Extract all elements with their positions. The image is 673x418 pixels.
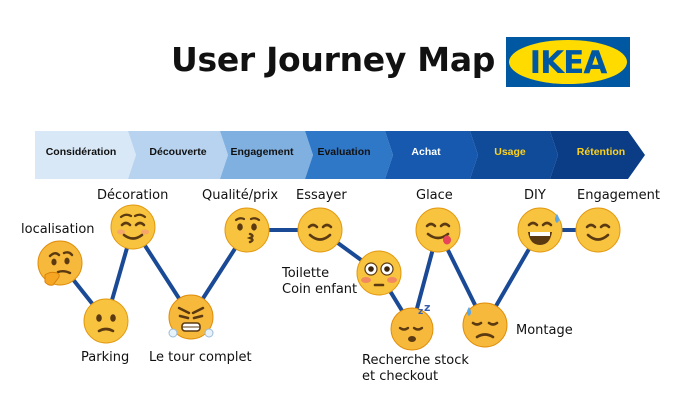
- phase-label-usage: Usage: [494, 146, 526, 158]
- touchpoint-label-essayer: Essayer: [296, 188, 347, 203]
- touchpoint-label-recherche-stock: Recherche stock et checkout: [362, 353, 469, 384]
- phase-segment-retention: [550, 131, 645, 179]
- phase-segment-engagement: [220, 131, 313, 179]
- touchpoint-label-localisation: localisation: [21, 222, 95, 237]
- phase-segment-usage: [470, 131, 558, 179]
- phase-segment-decouverte: [128, 131, 228, 179]
- phase-label-evaluation: Evaluation: [317, 146, 371, 158]
- emoji-grinning-sweat-face: [516, 206, 564, 254]
- phase-bar: [35, 131, 645, 179]
- phase-label-consideration: Considération: [45, 146, 117, 158]
- touchpoint-label-tour-complet: Le tour complet: [149, 350, 252, 365]
- phase-label-engagement: Engagement: [230, 146, 294, 158]
- page-title: User Journey Map: [171, 40, 496, 79]
- touchpoint-label-parking: Parking: [81, 350, 130, 365]
- logo-text: IKEA: [530, 45, 608, 81]
- emoji-smiling-face: [109, 203, 157, 251]
- emoji-smiling-face-engagement: [574, 206, 622, 254]
- touchpoint-label-qualite-prix: Qualité/prix: [202, 188, 279, 203]
- touchpoint-label-decoration: Décoration: [97, 188, 169, 203]
- phase-label-achat: Achat: [411, 146, 441, 158]
- phase-segment-achat: [385, 131, 478, 179]
- ikea-logo: IKEA: [506, 37, 630, 87]
- svg-text:z: z: [424, 303, 430, 314]
- touchpoint-label-engagement: Engagement: [577, 188, 660, 203]
- touchpoint-label-glace: Glace: [416, 188, 453, 203]
- emoji-tired-face: [167, 293, 215, 341]
- phase-label-decouverte: Découverte: [149, 146, 207, 158]
- touchpoint-label-toilette: Toilette Coin enfant: [282, 266, 358, 297]
- emoji-confused-face: [82, 297, 130, 345]
- emoji-disappointed-sweat-face: [461, 301, 509, 349]
- phase-segment-evaluation: [305, 131, 393, 179]
- emoji-sleeping-face: z z: [388, 303, 436, 351]
- emoji-flushed-face: [355, 249, 403, 297]
- emoji-kissing-face: [223, 206, 271, 254]
- emoji-smiling-face-essayer: [296, 206, 344, 254]
- phase-segment-consideration: [35, 131, 136, 179]
- emoji-thinking-face: [36, 239, 84, 287]
- logo-oval: [509, 40, 627, 84]
- touchpoint-label-diy: DIY: [524, 188, 546, 203]
- phase-label-retention: Rétention: [576, 146, 626, 158]
- emoji-yum-face: [414, 206, 462, 254]
- svg-text:z: z: [418, 307, 423, 317]
- touchpoint-label-montage: Montage: [516, 323, 573, 338]
